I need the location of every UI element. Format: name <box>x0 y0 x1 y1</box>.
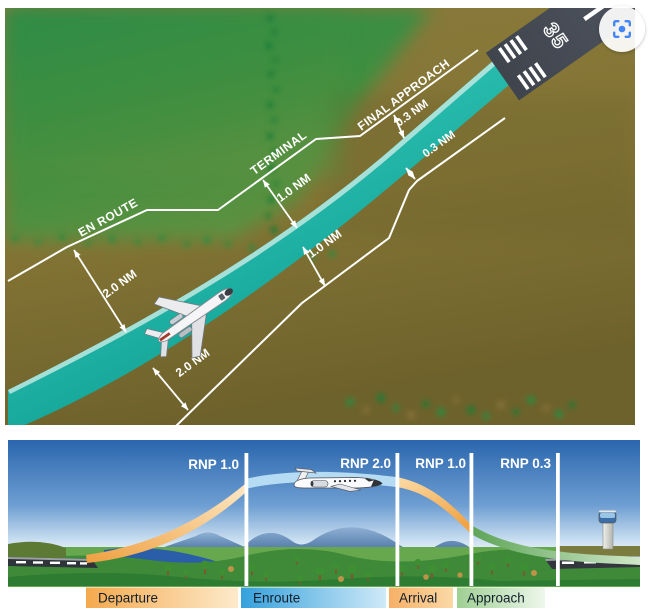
runway-left <box>8 557 98 568</box>
vegetation <box>12 14 576 420</box>
svg-text:Departure: Departure <box>98 591 158 606</box>
runway: 35 <box>485 8 635 101</box>
airplane-top-view-icon <box>144 288 233 359</box>
ribbon-departure <box>86 484 245 563</box>
threshold-stripes <box>497 35 547 91</box>
image-search-lens-button[interactable] <box>599 6 645 52</box>
rnp-label-arrival: RNP 1.0 <box>415 456 466 471</box>
rnp-corridor-band <box>8 60 510 425</box>
top-panel-rnp-corridor: 35 EN ROUTE TERMINAL FINAL APPROACH 2.0 … <box>5 8 635 425</box>
bottom-panel-rnp-phases: RNP 1.0 RNP 2.0 RNP 1.0 RNP 0.3 Departur… <box>8 440 640 608</box>
rnp-label-departure: RNP 1.0 <box>188 457 239 472</box>
ribbon-arrival <box>396 477 471 534</box>
phase-bar-enroute: Enroute <box>241 587 386 608</box>
width-arrow-terminal-left <box>262 179 298 229</box>
width-arrow-final-right <box>405 167 416 180</box>
divider-enroute-arrival <box>395 453 400 586</box>
ribbon-approach <box>471 525 640 565</box>
svg-text:Approach: Approach <box>467 591 525 606</box>
trees <box>164 554 537 585</box>
divider-departure-enroute <box>244 453 249 586</box>
runway-centerline-dash <box>583 8 606 22</box>
boundary-line-left <box>7 49 479 282</box>
left-hill <box>8 541 66 560</box>
boundary-line-right <box>175 117 506 425</box>
width-arrow-terminal-right <box>302 246 326 287</box>
rnp-label-enroute: RNP 2.0 <box>340 456 391 471</box>
google-lens-icon <box>613 20 631 38</box>
svg-text:Arrival: Arrival <box>399 591 437 606</box>
divider-arrival-approach <box>469 453 474 586</box>
width-arrow-enroute-right <box>152 367 189 411</box>
rnp-label-approach: RNP 0.3 <box>500 456 551 471</box>
phase-bar-departure: Departure <box>86 587 238 608</box>
foreground <box>8 573 640 586</box>
airplane-side-view-icon <box>293 467 383 492</box>
width-arrow-enroute-left <box>73 249 127 333</box>
control-tower <box>598 510 617 550</box>
width-arrow-final-left <box>393 114 405 139</box>
phase-bar-approach: Approach <box>457 587 545 608</box>
divider-approach-airfield <box>556 453 560 586</box>
svg-text:Enroute: Enroute <box>253 591 300 606</box>
phase-bar-arrival: Arrival <box>389 587 453 608</box>
